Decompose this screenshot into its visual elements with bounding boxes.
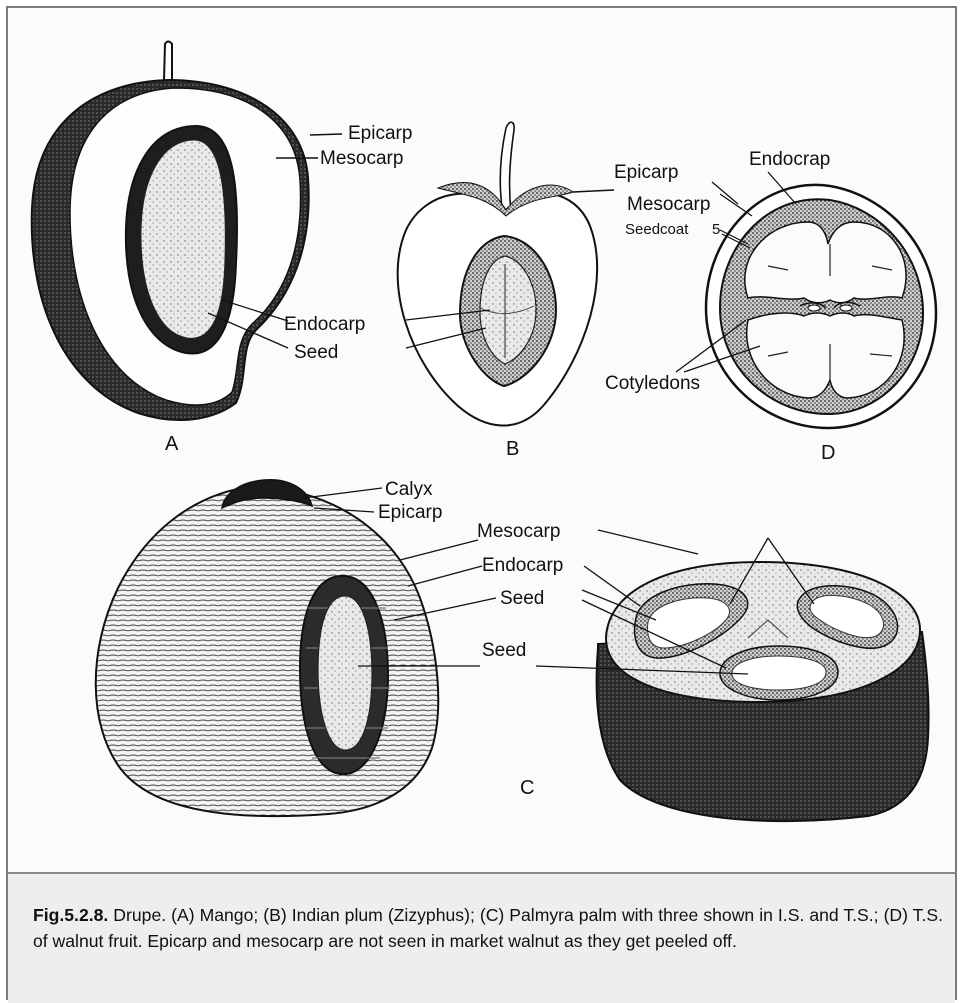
label-d-mesocarp: Mesocarp	[627, 194, 710, 215]
label-c-calyx: Calyx	[385, 479, 433, 500]
label-c-seed-upper: Seed	[500, 588, 544, 609]
panel-d-walnut	[706, 185, 936, 428]
palmyra-ts-seed-3	[732, 656, 826, 690]
panel-letter-d: D	[821, 442, 835, 464]
panel-a-mango	[32, 42, 309, 421]
label-d-seedcoat-mark: 5	[712, 221, 720, 238]
mango-stalk	[164, 42, 172, 83]
figure-caption: Fig.5.2.8. Drupe. (A) Mango; (B) Indian …	[33, 902, 943, 954]
label-c-endocarp: Endocarp	[482, 555, 563, 576]
drupe-figure: Epicarp Mesocarp Endocarp Seed A Epicarp…	[8, 8, 955, 870]
label-c-seed-lower: Seed	[482, 640, 526, 661]
caption-band: Fig.5.2.8. Drupe. (A) Mango; (B) Indian …	[8, 872, 955, 1003]
walnut-cotyledon-upper	[745, 222, 906, 303]
panel-c-palmyra-ls	[96, 480, 438, 816]
label-a-seed: Seed	[294, 342, 338, 363]
label-b-epicarp: Epicarp	[614, 162, 678, 183]
drupe-illustration: Epicarp Mesocarp Endocarp Seed A Epicarp…	[8, 8, 955, 870]
label-a-endocarp: Endocarp	[284, 314, 365, 335]
label-d-cotyledons: Cotyledons	[605, 373, 700, 394]
label-d-seedcoat: Seedcoat	[625, 221, 689, 238]
label-a-epicarp: Epicarp	[348, 123, 412, 144]
panel-c-palmyra-ts	[597, 562, 929, 821]
panel-letter-a: A	[165, 433, 179, 455]
panel-letter-c: C	[520, 777, 534, 799]
label-c-mesocarp: Mesocarp	[477, 521, 560, 542]
caption-text: Drupe. (A) Mango; (B) Indian plum (Zizyp…	[33, 905, 943, 951]
panel-b-indian-plum	[398, 122, 597, 425]
label-a-mesocarp: Mesocarp	[320, 148, 403, 169]
label-d-endocarp: Endocrap	[749, 149, 830, 170]
plum-stalk	[500, 122, 514, 214]
label-c-epicarp: Epicarp	[378, 502, 442, 523]
palmyra-ls-seed	[318, 596, 372, 750]
figure-number: Fig.5.2.8.	[33, 905, 108, 925]
panel-letter-b: B	[506, 438, 519, 460]
